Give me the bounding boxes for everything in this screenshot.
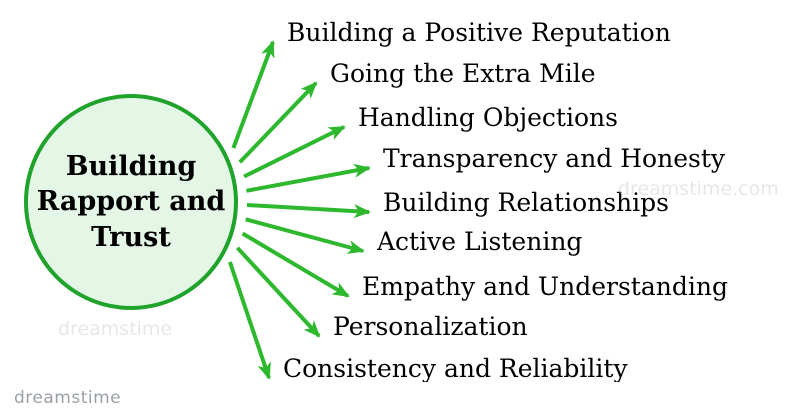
arrow bbox=[231, 40, 275, 149]
diagram-item: Building Relationships bbox=[383, 188, 669, 217]
arrow bbox=[235, 246, 321, 338]
diagram-item: Active Listening bbox=[377, 227, 583, 256]
watermark-brand-text: dreamstime bbox=[14, 387, 122, 408]
central-node-line: Trust bbox=[91, 221, 171, 253]
diagram-item: Building a Positive Reputation bbox=[287, 18, 671, 47]
diagram-item: Personalization bbox=[333, 312, 528, 341]
diagram-item: Going the Extra Mile bbox=[330, 59, 596, 88]
central-node: Building Rapport and Trust bbox=[24, 94, 238, 310]
arrow bbox=[243, 125, 346, 179]
diagram-item: Empathy and Understanding bbox=[362, 272, 728, 301]
diagram-item: Consistency and Reliability bbox=[283, 354, 628, 383]
central-node-line: Rapport and bbox=[36, 186, 226, 218]
arrow bbox=[241, 231, 350, 298]
faint-watermark: dreamstime bbox=[58, 318, 173, 340]
arrow bbox=[245, 217, 365, 254]
central-node-line: Building bbox=[65, 151, 197, 183]
arrow bbox=[238, 81, 318, 164]
arrow bbox=[246, 203, 371, 219]
arrow bbox=[228, 261, 271, 380]
diagram-item: Transparency and Honesty bbox=[383, 144, 725, 173]
diagram-item: Handling Objections bbox=[358, 103, 618, 132]
watermark-bar: dreamstime bbox=[0, 382, 800, 413]
arrow bbox=[246, 163, 371, 193]
